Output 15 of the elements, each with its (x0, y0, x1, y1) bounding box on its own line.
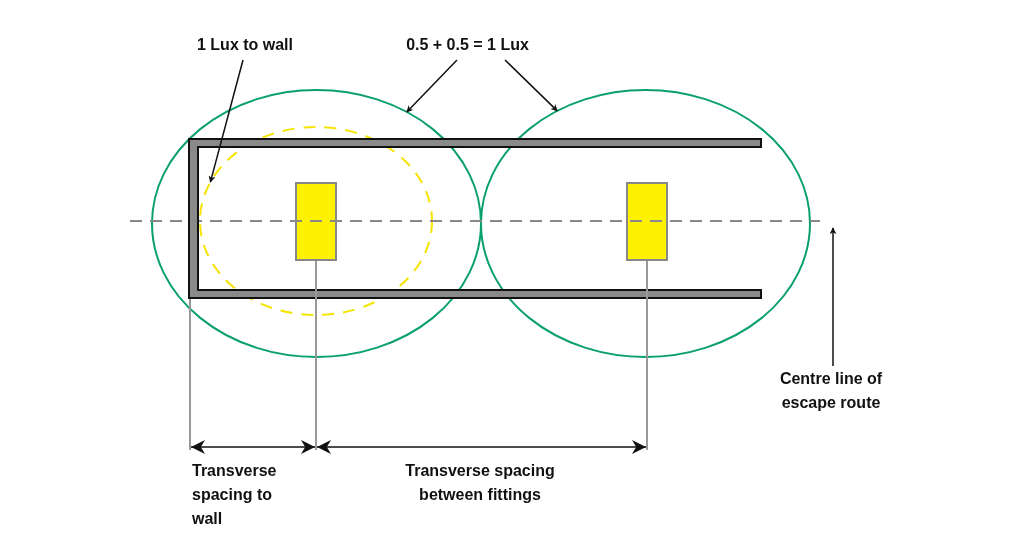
callout-text: 1 Lux to wall (196, 35, 294, 55)
light-fitting (296, 183, 336, 260)
arrow (829, 227, 837, 367)
centre-line (130, 217, 820, 225)
callout-text: Centre line of escape route (778, 369, 884, 413)
arrow (504, 59, 558, 112)
dimension-label: Transverse spacing to wall (192, 461, 278, 529)
light-fitting (627, 183, 667, 260)
arrow (406, 59, 458, 113)
dashed-light-circle (200, 127, 432, 315)
arrow (208, 59, 244, 183)
dimension-label: Transverse spacing between fittings (404, 461, 556, 505)
light-coverage-circle (481, 90, 810, 357)
callout-text: 0.5 + 0.5 = 1 Lux (405, 35, 530, 55)
light-coverage-circle (152, 90, 481, 357)
